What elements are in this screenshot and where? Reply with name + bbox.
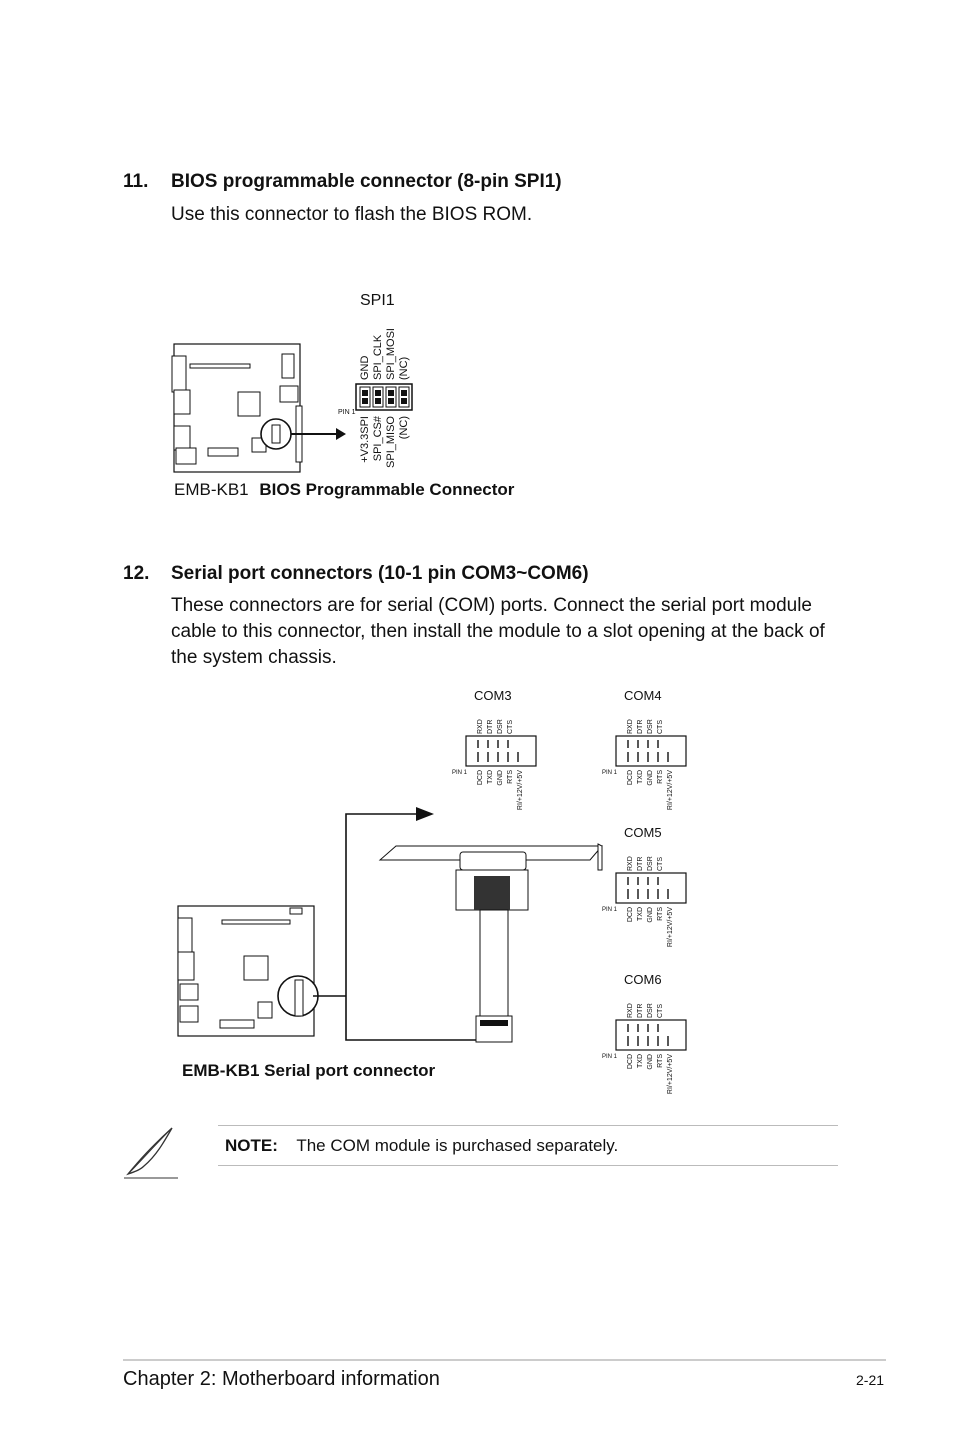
com-pin-label: DCD [627, 770, 634, 785]
com-pin-label: GND [647, 1054, 654, 1070]
com-pin-label: DSR [647, 1003, 654, 1018]
com-header [615, 735, 687, 767]
spi-pin-nc-top: (NC) [398, 357, 410, 380]
section-11-title: BIOS programmable connector (8-pin SPI1) [171, 171, 562, 192]
com-pin-label: TXD [487, 770, 494, 784]
com-pin-label: RI/+12V/+5V [667, 770, 674, 810]
com-pin1-label: PIN 1 [452, 770, 468, 776]
note-bottom-rule [218, 1165, 838, 1166]
com-pin-label: CTS [507, 720, 514, 734]
com-pin-label: DCD [477, 770, 484, 785]
spi-pin-v33: +V3.3SPI [359, 416, 371, 463]
com-pin-label: TXD [637, 770, 644, 784]
com-label: COM5 [624, 825, 662, 840]
spi-pin-miso: SPI_MISO [385, 416, 397, 468]
com-pin-label: CTS [657, 857, 664, 871]
spi1-header [355, 383, 413, 411]
com-pin-label: GND [647, 770, 654, 786]
com-pin1-label: PIN 1 [602, 770, 618, 776]
spi-caption-board: EMB-KB1 [174, 480, 249, 499]
com-pin-label: DSR [647, 856, 654, 871]
com-header [615, 1019, 687, 1051]
com-pin-label: DCD [627, 907, 634, 922]
com-pin-label: RTS [657, 770, 664, 784]
com-pin-label: DTR [487, 720, 494, 734]
spi-caption-title: BIOS Programmable Connector [259, 480, 515, 499]
motherboard-thumbnail [171, 343, 346, 473]
com-pin-label: DTR [637, 1004, 644, 1018]
footer-rule [123, 1359, 886, 1361]
com-pin-label: RI/+12V/+5V [667, 907, 674, 947]
com-pin-label: RXD [627, 1003, 634, 1018]
com-pin-label: RTS [657, 1054, 664, 1068]
com-header [615, 872, 687, 904]
com-pin-label: GND [647, 907, 654, 923]
note-top-rule [218, 1125, 838, 1126]
com-pin-label: RTS [507, 770, 514, 784]
com-pin-label: RXD [627, 856, 634, 871]
com-caption: EMB-KB1 Serial port connector [182, 1061, 436, 1080]
section-11-number: 11. [123, 171, 149, 192]
spi1-pin1-label: PIN 1 [338, 409, 356, 416]
com-label: COM4 [624, 688, 662, 703]
section-12-title: Serial port connectors (10-1 pin COM3~CO… [171, 563, 589, 584]
spi1-diagram: SPI1 PIN 1 GND SPI_CLK SPI_MOSI (NC) +V3… [171, 292, 413, 473]
com-header [465, 735, 537, 767]
com-pin-label: GND [497, 770, 504, 786]
page-number: 2-21 [856, 1372, 885, 1388]
note-text: The COM module is purchased separately. [296, 1136, 619, 1155]
spi-pin-cs: SPI_CS# [372, 415, 384, 461]
com-pin-label: DTR [637, 720, 644, 734]
com-pin-label: RXD [627, 719, 634, 734]
feather-icon [124, 1127, 178, 1179]
com-pin1-label: PIN 1 [602, 907, 618, 913]
com-pin-label: CTS [657, 720, 664, 734]
com-module-bracket [378, 843, 604, 1043]
spi-pin-gnd: GND [359, 356, 371, 381]
section-12-number: 12. [123, 563, 150, 584]
com-pin-label: RI/+12V/+5V [667, 1054, 674, 1094]
com-pin-label: DSR [497, 719, 504, 734]
com-label: COM3 [474, 688, 512, 703]
com-pin-label: DCD [627, 1054, 634, 1069]
footer-chapter: Chapter 2: Motherboard information [123, 1368, 440, 1390]
com-pin-label: TXD [637, 1054, 644, 1068]
spi-pin-clk: SPI_CLK [372, 334, 384, 380]
section-12-body: These connectors are for serial (COM) po… [171, 595, 825, 668]
note-label: NOTE: [225, 1136, 278, 1155]
com-pin-label: TXD [637, 907, 644, 921]
spi-caption: EMB-KB1 BIOS Programmable Connector [174, 480, 514, 500]
com-pin-label: RXD [477, 719, 484, 734]
spi1-label: SPI1 [360, 292, 395, 309]
section-11-body: Use this connector to flash the BIOS ROM… [171, 204, 533, 225]
com-label: COM6 [624, 972, 662, 987]
spi-pin-mosi: SPI_MOSI [385, 328, 397, 380]
com-pin-label: DTR [637, 857, 644, 871]
spi-pin-nc-bottom: (NC) [398, 416, 410, 439]
com-pin-label: RTS [657, 907, 664, 921]
note: NOTE: The COM module is purchased separa… [225, 1136, 618, 1156]
com-pin1-label: PIN 1 [602, 1054, 618, 1060]
com-pin-label: DSR [647, 719, 654, 734]
com-pin-label: CTS [657, 1004, 664, 1018]
com-pin-label: RI/+12V/+5V [517, 770, 524, 810]
motherboard-thumbnail-com [177, 807, 476, 1041]
